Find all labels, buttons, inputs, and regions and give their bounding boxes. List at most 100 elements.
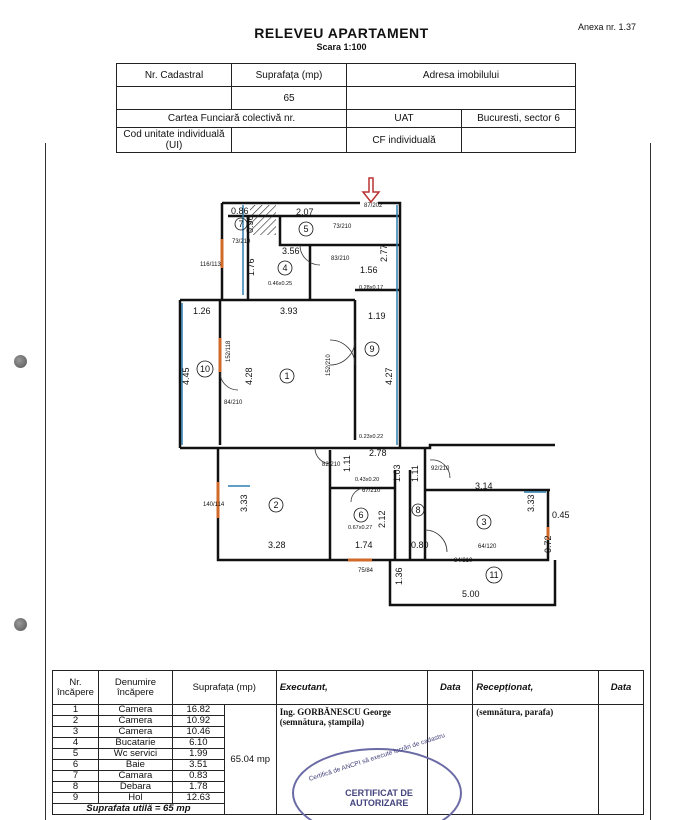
room-nr: 3: [52, 726, 99, 738]
usable-area-footer: Suprafata utilă = 65 mp: [52, 803, 225, 815]
room-number-5: 5: [303, 224, 308, 234]
opening-label: 152/210: [326, 354, 332, 376]
room-area: 1.99: [171, 748, 225, 760]
opening-label: 152/118: [226, 340, 232, 362]
opening-label: 75/84: [358, 568, 374, 574]
room-number-4: 4: [282, 263, 287, 273]
nr-cadastral-value: [116, 86, 232, 110]
opening-labels: 87/202 73/210 83/210 116/113 73/210 152/…: [200, 203, 497, 574]
dim-label: 4.27: [384, 367, 394, 385]
total-area: 65.04 mp: [223, 704, 277, 815]
dim-label: 2.12: [377, 510, 387, 528]
dimension-labels: 0.86 2.07 0.96 2.77 3.56 1.76 1.56 1.26 …: [181, 206, 570, 599]
receptionat-sign-note: (semnătura, parafa): [476, 707, 554, 717]
room-name: Debara: [97, 781, 173, 793]
dim-label: 1.11: [342, 455, 352, 472]
col-header-nr: Nr. încăpere: [52, 670, 99, 705]
dim-label: 1.03: [392, 464, 402, 482]
room-area: 6.10: [171, 737, 225, 749]
dim-label: 3.33: [526, 494, 536, 512]
room-number-2: 2: [273, 500, 278, 510]
binder-hole-icon: [14, 618, 27, 631]
room-name: Hol: [97, 792, 173, 804]
executant-sign-note: (semnătura, ștampila): [279, 717, 365, 727]
page-title: RELEVEU APARTAMENT: [254, 25, 429, 41]
opening-label: 64/120: [478, 544, 497, 550]
room-area: 16.82: [171, 704, 225, 716]
dim-label: 0.80: [411, 540, 429, 550]
room-nr: 9: [52, 792, 99, 804]
dim-label: 2.78: [369, 448, 387, 458]
room-number-1: 1: [284, 371, 289, 381]
cf-individuala-value: [461, 127, 576, 153]
dim-label: 1.19: [368, 311, 386, 321]
room-name: Wc servici: [97, 748, 173, 760]
window-marks: [181, 205, 546, 493]
room-nr: 4: [52, 737, 99, 749]
dim-label: 1.56: [360, 265, 378, 275]
room-nr: 5: [52, 748, 99, 760]
room-nr: 6: [52, 759, 99, 771]
door-swings: [219, 244, 451, 553]
opening-label: 87/202: [364, 203, 383, 209]
small-label: 0.46x0.25: [268, 281, 292, 287]
entrance-arrow-icon: [361, 177, 381, 204]
room-number-6: 6: [358, 510, 363, 520]
dim-label: 1.76: [246, 258, 256, 276]
dim-label: 0.96: [245, 215, 255, 233]
rooms-table: Nr. încăpere Denumire încăpere Suprafața…: [52, 670, 644, 815]
room-number-11: 11: [489, 570, 498, 580]
col-header-receptionat: Recepționat,: [472, 670, 600, 705]
small-labels: 0.46x0.25 0.28x0.17 0.23x0.22 0.43x0.20 …: [268, 281, 383, 531]
col-header-data-1: Data: [427, 670, 474, 705]
nr-cadastral-label: Nr. Cadastral: [116, 63, 232, 87]
executant-name: Ing. GORBĂNESCU George: [279, 707, 391, 717]
dim-label: 4.45: [181, 367, 191, 385]
room-name: Baie: [97, 759, 173, 771]
col-header-denumire: Denumire încăpere: [97, 670, 173, 705]
data-cell-2: [598, 704, 644, 815]
dim-label: 0.72: [543, 535, 553, 553]
small-label: 0.43x0.20: [355, 477, 379, 483]
room-name: Bucatarie: [97, 737, 173, 749]
dim-label: 2.77: [379, 244, 389, 262]
room-area: 0.83: [171, 770, 225, 782]
page-frame: [45, 143, 651, 820]
annex-number: Anexa nr. 1.37: [578, 22, 637, 32]
dim-label: 3.56: [282, 246, 300, 256]
room-area: 10.46: [171, 726, 225, 738]
dim-label: 1.74: [355, 540, 373, 550]
scale-label: Scara 1:100: [316, 42, 367, 52]
room-number-7: 7: [238, 219, 243, 229]
opening-label: 92/210: [431, 466, 450, 472]
dim-label: 3.28: [268, 540, 286, 550]
room-name: Camera: [97, 715, 173, 727]
room-number-3: 3: [481, 517, 486, 527]
room-number-8: 8: [415, 505, 420, 515]
dim-label: 5.00: [462, 589, 480, 599]
opening-label: 67/210: [362, 488, 381, 494]
dim-label: 3.93: [280, 306, 298, 316]
col-header-executant: Executant,: [275, 670, 429, 705]
room-name: Camara: [97, 770, 173, 782]
room-area: 1.78: [171, 781, 225, 793]
room-nr: 2: [52, 715, 99, 727]
dim-label: 0.86: [231, 206, 249, 216]
dim-label: 3.33: [239, 494, 249, 512]
room-name: Camera: [97, 726, 173, 738]
binder-hole-icon: [14, 355, 27, 368]
room-nr: 7: [52, 770, 99, 782]
opening-label: 140/114: [203, 502, 225, 508]
receptionat-cell: (semnătura, parafa): [472, 704, 600, 815]
room-area: 3.51: [171, 759, 225, 771]
cod-ui-label: Cod unitate individuală (UI): [116, 127, 232, 153]
room-area: 12.63: [171, 792, 225, 804]
opening-label: 82/210: [322, 462, 341, 468]
dim-label: 1.11: [410, 465, 420, 482]
small-label: 0.28x0.17: [359, 285, 383, 291]
opening-label: 116/113: [200, 262, 221, 268]
room-nr: 1: [52, 704, 99, 716]
cf-individuala-label: CF individuală: [346, 127, 462, 153]
small-label: 0.23x0.22: [359, 434, 383, 440]
door-marks: [216, 239, 550, 562]
